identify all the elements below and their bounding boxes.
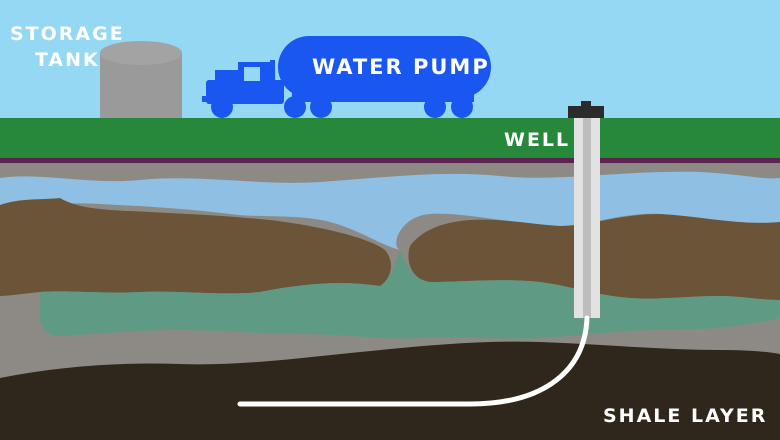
soil-stripe bbox=[0, 158, 780, 163]
storage-tank-label: STORAGE TANK bbox=[10, 22, 125, 73]
horizontal-pipe bbox=[237, 315, 590, 407]
shale-layer-band bbox=[0, 341, 780, 440]
water-pump-label: WATER PUMP bbox=[312, 55, 490, 79]
well-label: WELL bbox=[504, 129, 571, 151]
shale-layer-label: SHALE LAYER bbox=[603, 405, 768, 427]
brown-rock-left bbox=[0, 198, 392, 296]
truck-window bbox=[244, 67, 260, 81]
storage-tank-icon bbox=[100, 41, 182, 120]
storage-tank-label-line1: STORAGE bbox=[10, 23, 125, 45]
well-icon bbox=[568, 101, 604, 318]
grass-surface bbox=[0, 118, 780, 160]
storage-tank-label-line2: TANK bbox=[34, 48, 100, 71]
